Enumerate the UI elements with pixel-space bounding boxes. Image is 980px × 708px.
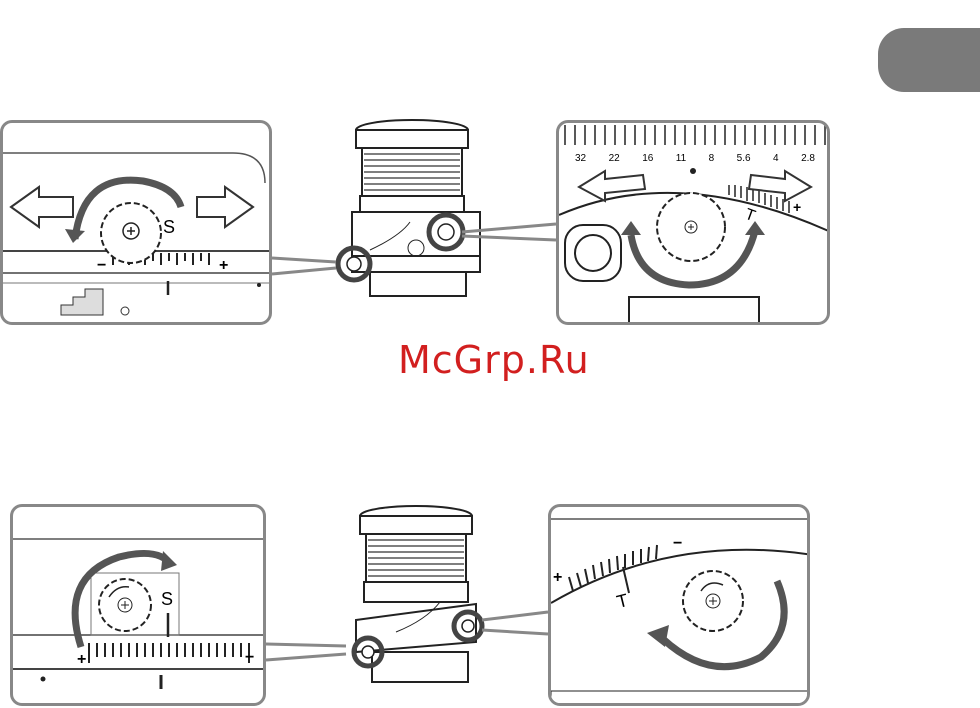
bottom-right-panel: + − T	[548, 504, 810, 706]
tilt-knob[interactable]	[683, 571, 743, 631]
plus-label: +	[553, 569, 562, 587]
minus-label: −	[673, 535, 682, 553]
tilt-scale-ticks	[569, 545, 657, 591]
